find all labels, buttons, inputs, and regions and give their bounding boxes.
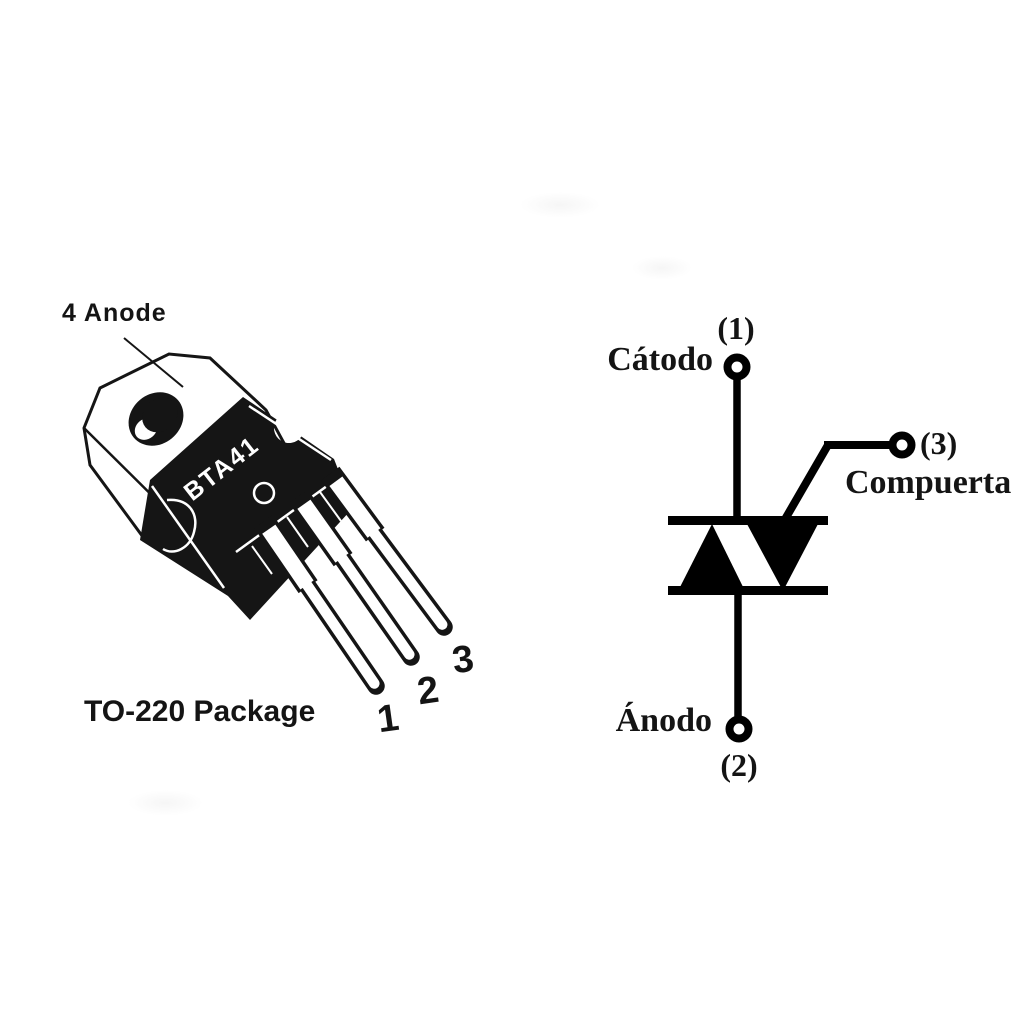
cathode-label: Cátodo: [607, 341, 713, 378]
gate-wire-diagonal: [780, 442, 832, 524]
anode-leader-line: [123, 337, 184, 388]
gate-terminal-icon: [888, 431, 916, 459]
gate-pin-number: (3): [920, 425, 958, 461]
anode-pin-number: (2): [720, 747, 758, 783]
mold-indent: [162, 498, 197, 553]
cathode-pin-number: (1): [717, 310, 755, 346]
watermark-smudge: [632, 256, 692, 280]
gate-label: Compuerta: [845, 464, 1012, 501]
to220-body: [140, 397, 362, 620]
to220-package-drawing: [82, 337, 453, 695]
body-dimple-icon: [252, 481, 276, 505]
anode-terminal-icon: [725, 715, 753, 743]
mounting-hole-icon: [128, 392, 184, 446]
watermark-smudge: [520, 192, 600, 218]
package-caption: TO-220 Package: [84, 695, 316, 728]
package-lead-2: [289, 489, 420, 666]
package-lead-1: [254, 514, 385, 695]
cathode-terminal-icon: [723, 353, 751, 381]
tab-anode-label: 4 Anode: [62, 299, 167, 327]
anode-label: Ánodo: [615, 702, 712, 739]
triac-symbol: [668, 353, 916, 743]
triangle-down: [747, 524, 818, 591]
package-lead-3: [320, 466, 453, 636]
watermark-smudge: [128, 790, 203, 816]
triangle-up: [677, 524, 746, 593]
